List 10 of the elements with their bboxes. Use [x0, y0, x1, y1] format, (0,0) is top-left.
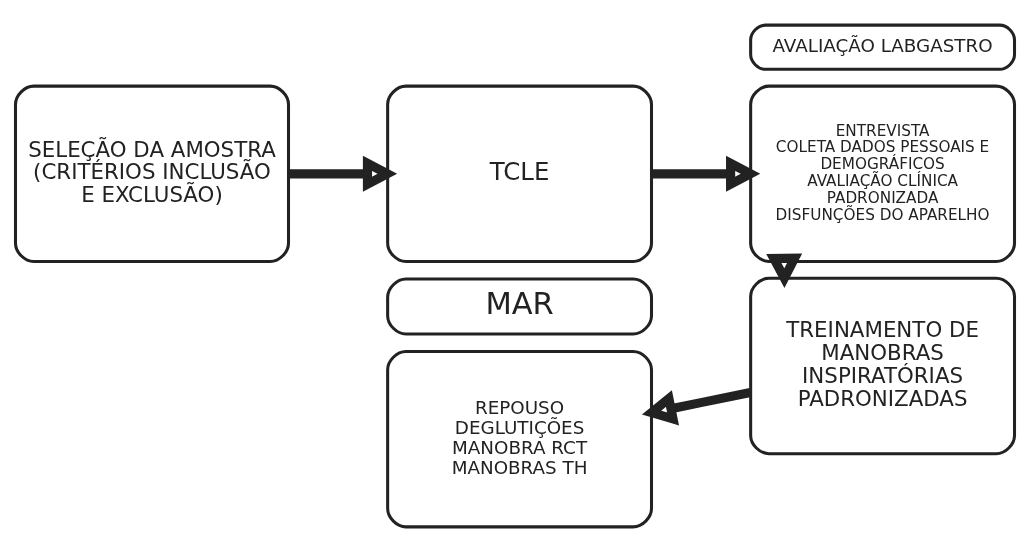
node-box: SELEÇÃO DA AMOSTRA (CRITÉRIOS INCLUSÃO E EXCLUSÃO) — [13, 84, 290, 264]
node-box: TCLE — [385, 84, 653, 264]
arrow — [288, 155, 397, 192]
node-box: MAR — [385, 277, 653, 336]
arrow — [651, 155, 760, 192]
node-box: AVALIAÇÃO LABGASTRO — [748, 23, 1016, 71]
node-box: TREINAMENTO DE MANOBRAS INSPIRATÓRIAS PADRONIZADAS — [748, 276, 1016, 456]
node-box: REPOUSO DEGLUTIÇÕES MANOBRA RCT MANOBRAS TH — [385, 349, 653, 529]
arrow — [765, 253, 802, 288]
arrow — [641, 388, 751, 426]
